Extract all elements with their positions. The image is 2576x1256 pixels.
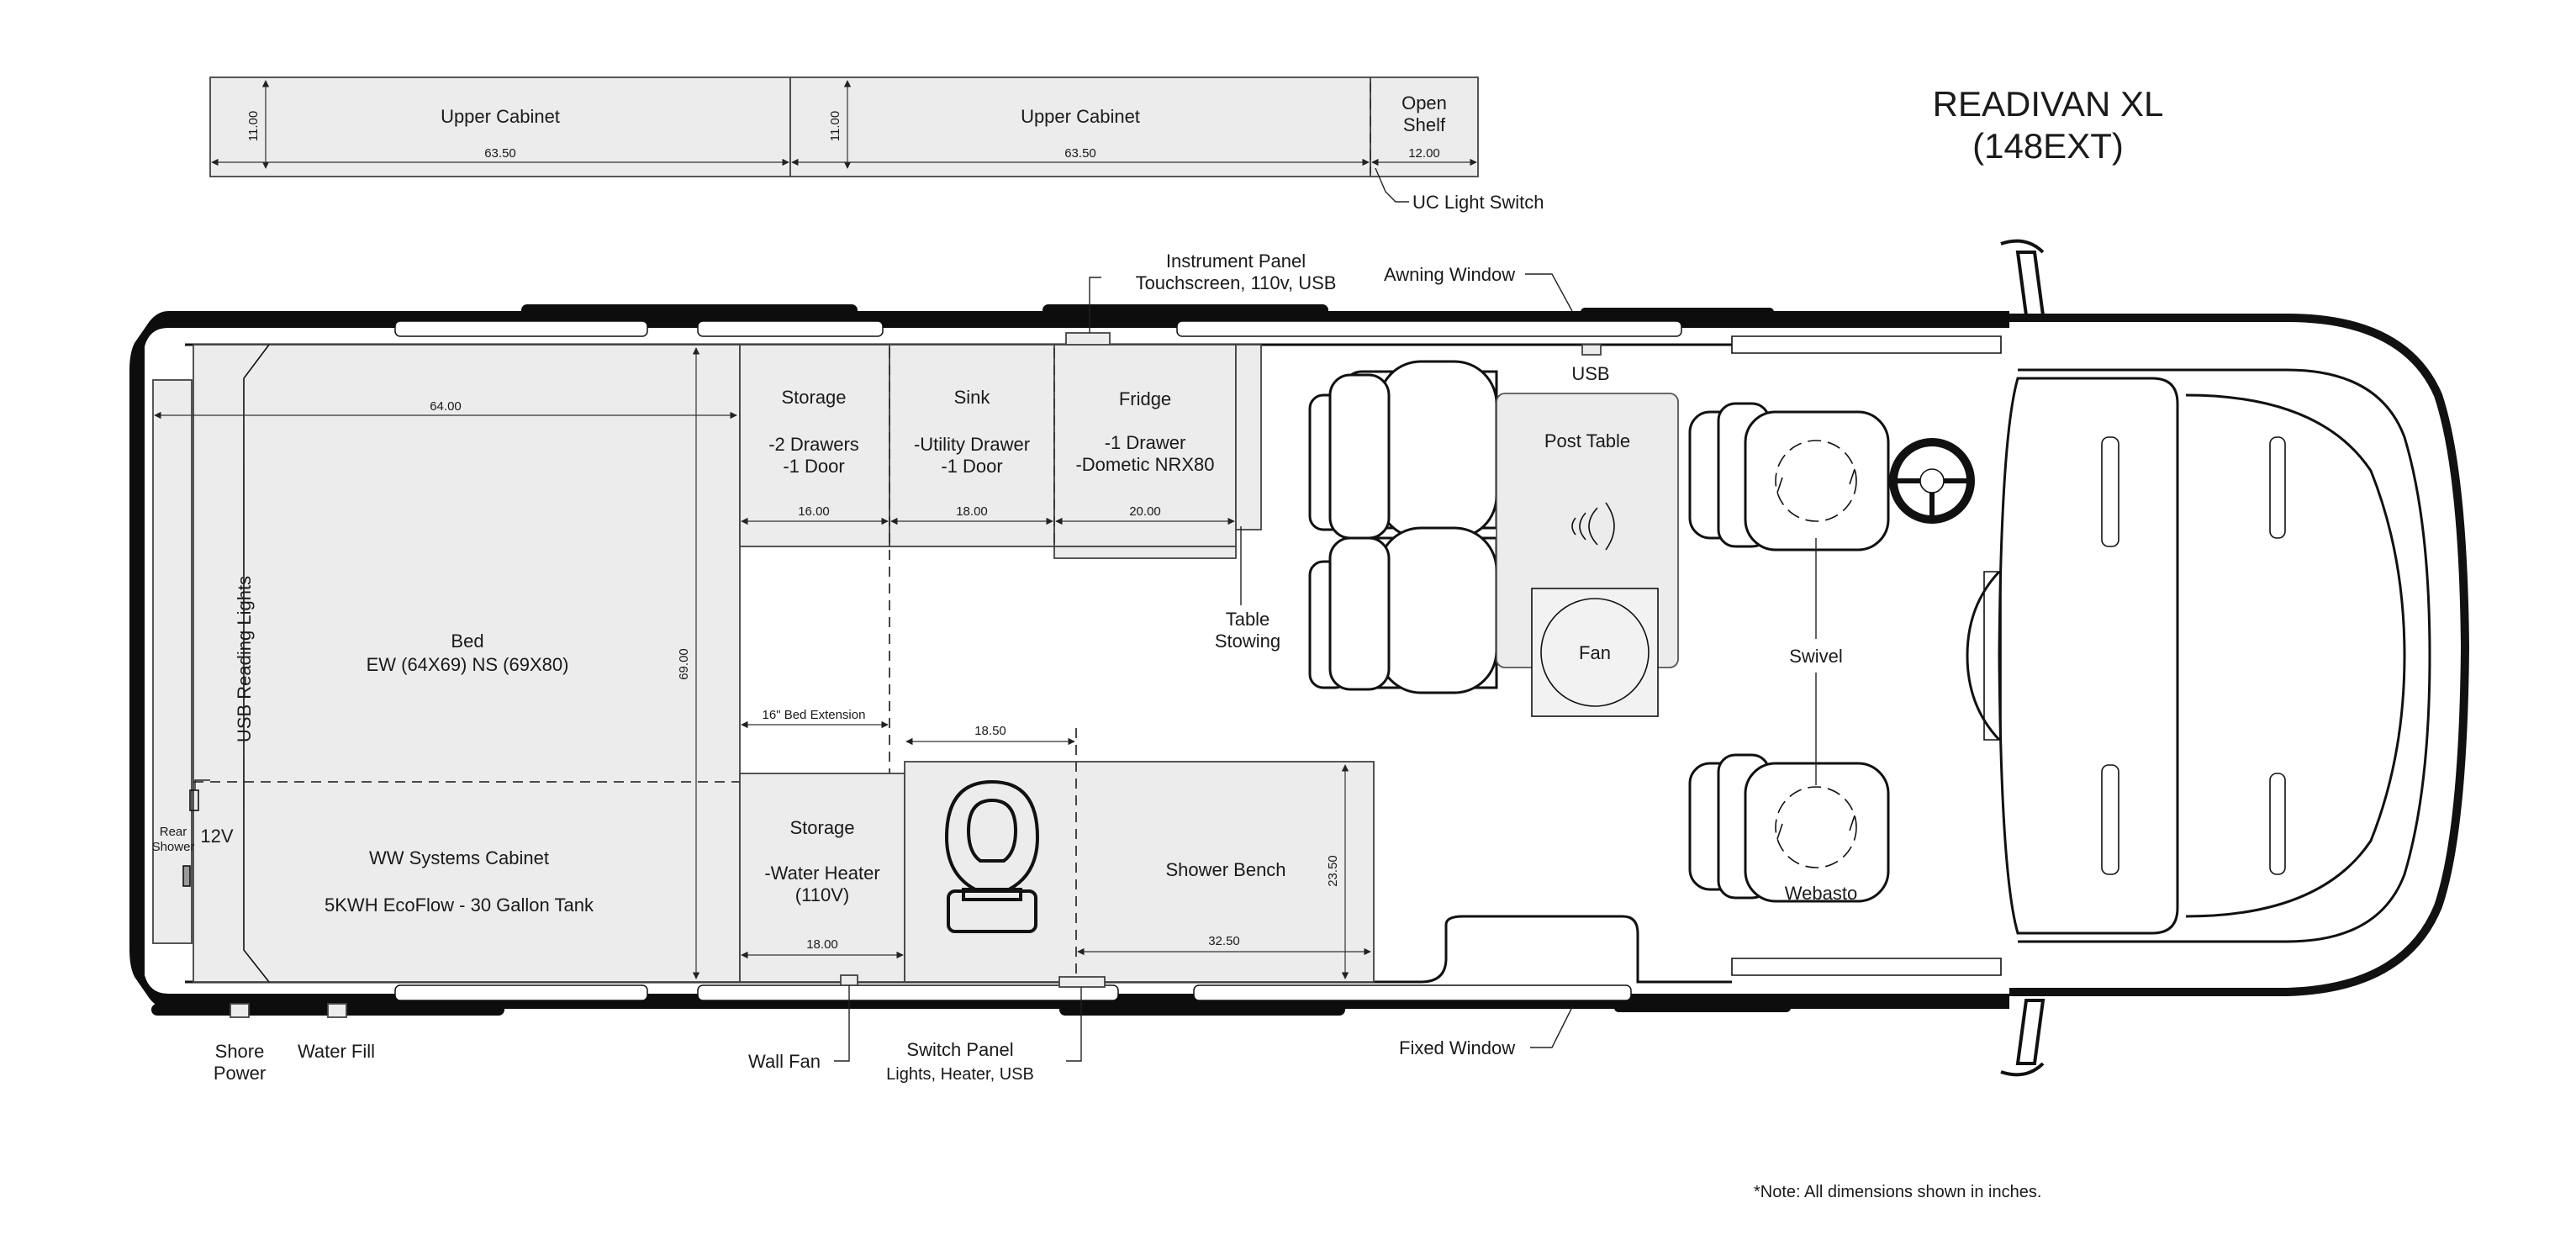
- toilet-icon: [944, 779, 1040, 933]
- bed-label-1: Bed: [451, 631, 483, 652]
- bed-label-2: EW (64X69) NS (69X80): [367, 654, 569, 675]
- upper-cabinet-1-label: Upper Cabinet: [441, 106, 560, 127]
- upper-cabinet-1-width: 63.50: [484, 146, 516, 161]
- fridge-line-2: -Dometic NRX80: [1075, 454, 1214, 475]
- systems-cabinet-label-1: WW Systems Cabinet: [369, 847, 549, 868]
- instrument-panel-label-1: Instrument Panel: [1166, 251, 1306, 272]
- sink-line-2: -1 Door: [941, 456, 1002, 477]
- bed-area: 64.00 69.00 Bed EW (64X69) NS (69X80) US…: [152, 344, 741, 983]
- upper-cabinet-2-height: 11.00: [828, 111, 842, 141]
- fridge-cabinet: [1053, 344, 1237, 547]
- front-seats: Swivel Webasto: [1688, 402, 1890, 904]
- van-body: [129, 239, 2470, 1077]
- storage-bottom-title: Storage: [789, 817, 854, 838]
- fridge-title: Fridge: [1119, 388, 1171, 409]
- rear-shower-label-1: Rear: [160, 825, 187, 839]
- sink-width: 18.00: [956, 504, 988, 519]
- storage-top: [739, 344, 890, 547]
- water-fill-label: Water Fill: [298, 1041, 375, 1062]
- bench-seat-upper: [1308, 360, 1498, 540]
- driver-seat: [1688, 753, 1890, 903]
- upper-cabinet-2-width: 63.50: [1064, 146, 1096, 161]
- table-stowing-label-1: Table: [1226, 609, 1270, 630]
- bed-length: 69.00: [677, 648, 691, 680]
- swivel-icon-bottom: [1775, 786, 1857, 868]
- bed-extension-label: 16" Bed Extension: [763, 708, 866, 722]
- switch-panel-label-1: Switch Panel: [906, 1039, 1013, 1060]
- open-shelf-width: 12.00: [1408, 146, 1440, 161]
- shore-power-label-1: Shore: [215, 1041, 265, 1062]
- storage-top-line-1: -2 Drawers: [768, 434, 859, 455]
- fan-label: Fan: [1579, 642, 1611, 663]
- table-post-icon: [1571, 502, 1615, 551]
- storage-top-title: Storage: [781, 387, 846, 408]
- post-table-label: Post Table: [1544, 430, 1630, 451]
- storage-bottom-line-1: -Water Heater: [764, 863, 879, 884]
- swivel-label: Swivel: [1789, 646, 1843, 667]
- toilet-width: 18.50: [974, 724, 1006, 738]
- storage-bottom-width: 18.00: [806, 937, 838, 952]
- title-line-1: READIVAN XL: [1933, 84, 2164, 124]
- storage-top-line-2: -1 Door: [783, 456, 844, 477]
- open-shelf-label-1: Open: [1401, 92, 1447, 113]
- storage-bottom-line-2: (110V): [795, 884, 849, 905]
- shower-bench-label: Shower Bench: [1165, 859, 1285, 880]
- bath-row: 18.50 18.00 32.50 23.50 Storage -Water H…: [739, 724, 1375, 983]
- fridge-width: 20.00: [1129, 504, 1161, 519]
- usb-label: USB: [1571, 363, 1609, 384]
- upper-cabinet-1: [209, 77, 791, 177]
- fan-icon: [1540, 598, 1650, 707]
- dimensions-note: *Note: All dimensions shown in inches.: [1754, 1183, 2041, 1201]
- swivel-icon-top: [1775, 440, 1857, 522]
- van-cab-front: [2009, 314, 2470, 996]
- switch-panel-label-2: Lights, Heater, USB: [886, 1065, 1034, 1084]
- fixed-window-label: Fixed Window: [1399, 1037, 1515, 1058]
- webasto-label: Webasto: [1785, 883, 1857, 904]
- shower-bench-width: 32.50: [1208, 934, 1240, 948]
- upper-cabinet-2-label: Upper Cabinet: [1021, 106, 1140, 127]
- roof-fan: [1531, 588, 1659, 717]
- kitchen-row: 16.00 18.00 20.00 Storage -2 Drawers -1 …: [739, 251, 1337, 982]
- storage-bottom: [739, 773, 905, 983]
- upper-cabinet-2: [789, 77, 1371, 177]
- bed: [193, 344, 741, 983]
- passenger-seat: [1688, 402, 1890, 551]
- fridge-line-1: -1 Drawer: [1105, 432, 1186, 453]
- bottom-callouts: Shore Power Water Fill Wall Fan Switch P…: [214, 974, 1573, 1084]
- usb-reading-lights-label: USB Reading Lights: [234, 576, 255, 742]
- upper-cabinet-1-height: 11.00: [246, 111, 261, 141]
- dinette: Post Table Fan USB Awning Window: [1308, 264, 1679, 717]
- storage-top-width: 16.00: [798, 504, 830, 519]
- shore-power-label-2: Power: [214, 1063, 266, 1084]
- table-stowing-label-2: Stowing: [1215, 631, 1280, 652]
- title-line-2: (148EXT): [1972, 126, 2124, 166]
- sink-title: Sink: [954, 387, 991, 408]
- bed-width: 64.00: [430, 399, 462, 414]
- twelve-v-label: 12V: [200, 826, 233, 847]
- rear-door-strip: [152, 379, 193, 944]
- sink-cabinet: [889, 344, 1055, 547]
- uc-light-switch-label: UC Light Switch: [1412, 192, 1544, 213]
- open-shelf-label-2: Shelf: [1403, 114, 1446, 135]
- upper-cabinets: 11.00 11.00 63.50 63.50 12.00 Upper Cabi…: [209, 77, 1544, 213]
- rear-shower-label-2: Shower: [152, 840, 195, 854]
- awning-window-label: Awning Window: [1384, 264, 1515, 285]
- systems-cabinet-label-2: 5KWH EcoFlow - 30 Gallon Tank: [325, 895, 594, 916]
- steering-wheel: [1889, 438, 1975, 524]
- sink-line-1: -Utility Drawer: [914, 434, 1030, 455]
- bench-seat-lower: [1308, 526, 1498, 694]
- wall-fan-label: Wall Fan: [748, 1051, 821, 1072]
- bathroom: [904, 761, 1375, 983]
- instrument-panel-label-2: Touchscreen, 110v, USB: [1136, 272, 1337, 293]
- shower-bench-depth: 23.50: [1326, 855, 1340, 887]
